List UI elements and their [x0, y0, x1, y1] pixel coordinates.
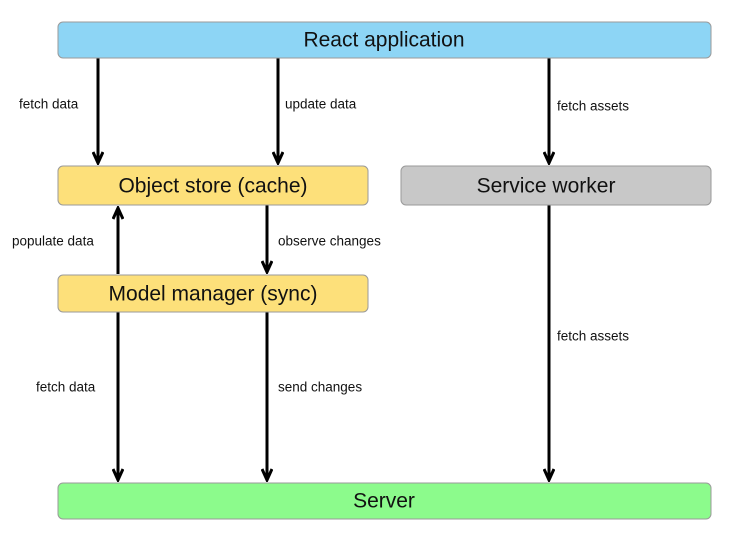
label-fetch-assets-bottom: fetch assets: [557, 329, 629, 344]
node-server: Server: [57, 482, 712, 520]
edge-labels: fetch data update data fetch assets popu…: [12, 97, 629, 395]
node-service-worker-box: [400, 165, 712, 206]
node-model-manager-box: [57, 274, 369, 313]
label-send-changes: send changes: [278, 380, 362, 395]
node-react-application-box: [57, 21, 712, 59]
label-fetch-data-top: fetch data: [19, 97, 79, 112]
node-service-worker-label: Service worker: [477, 175, 616, 198]
label-update-data: update data: [285, 97, 357, 112]
node-react-application-label: React application: [303, 29, 464, 52]
arrows: [98, 58, 549, 480]
node-object-store: Object store (cache): [57, 165, 369, 206]
label-populate-data: populate data: [12, 234, 94, 249]
node-model-manager-label: Model manager (sync): [109, 283, 318, 306]
node-react-application: React application: [57, 21, 712, 59]
node-object-store-box: [57, 165, 369, 206]
node-service-worker: Service worker: [400, 165, 712, 206]
node-model-manager: Model manager (sync): [57, 274, 369, 313]
node-server-label: Server: [353, 490, 415, 513]
node-server-box: [57, 482, 712, 520]
node-object-store-label: Object store (cache): [118, 175, 307, 198]
label-fetch-data-bottom: fetch data: [36, 380, 96, 395]
label-observe-changes: observe changes: [278, 234, 381, 249]
label-fetch-assets-top: fetch assets: [557, 99, 629, 114]
